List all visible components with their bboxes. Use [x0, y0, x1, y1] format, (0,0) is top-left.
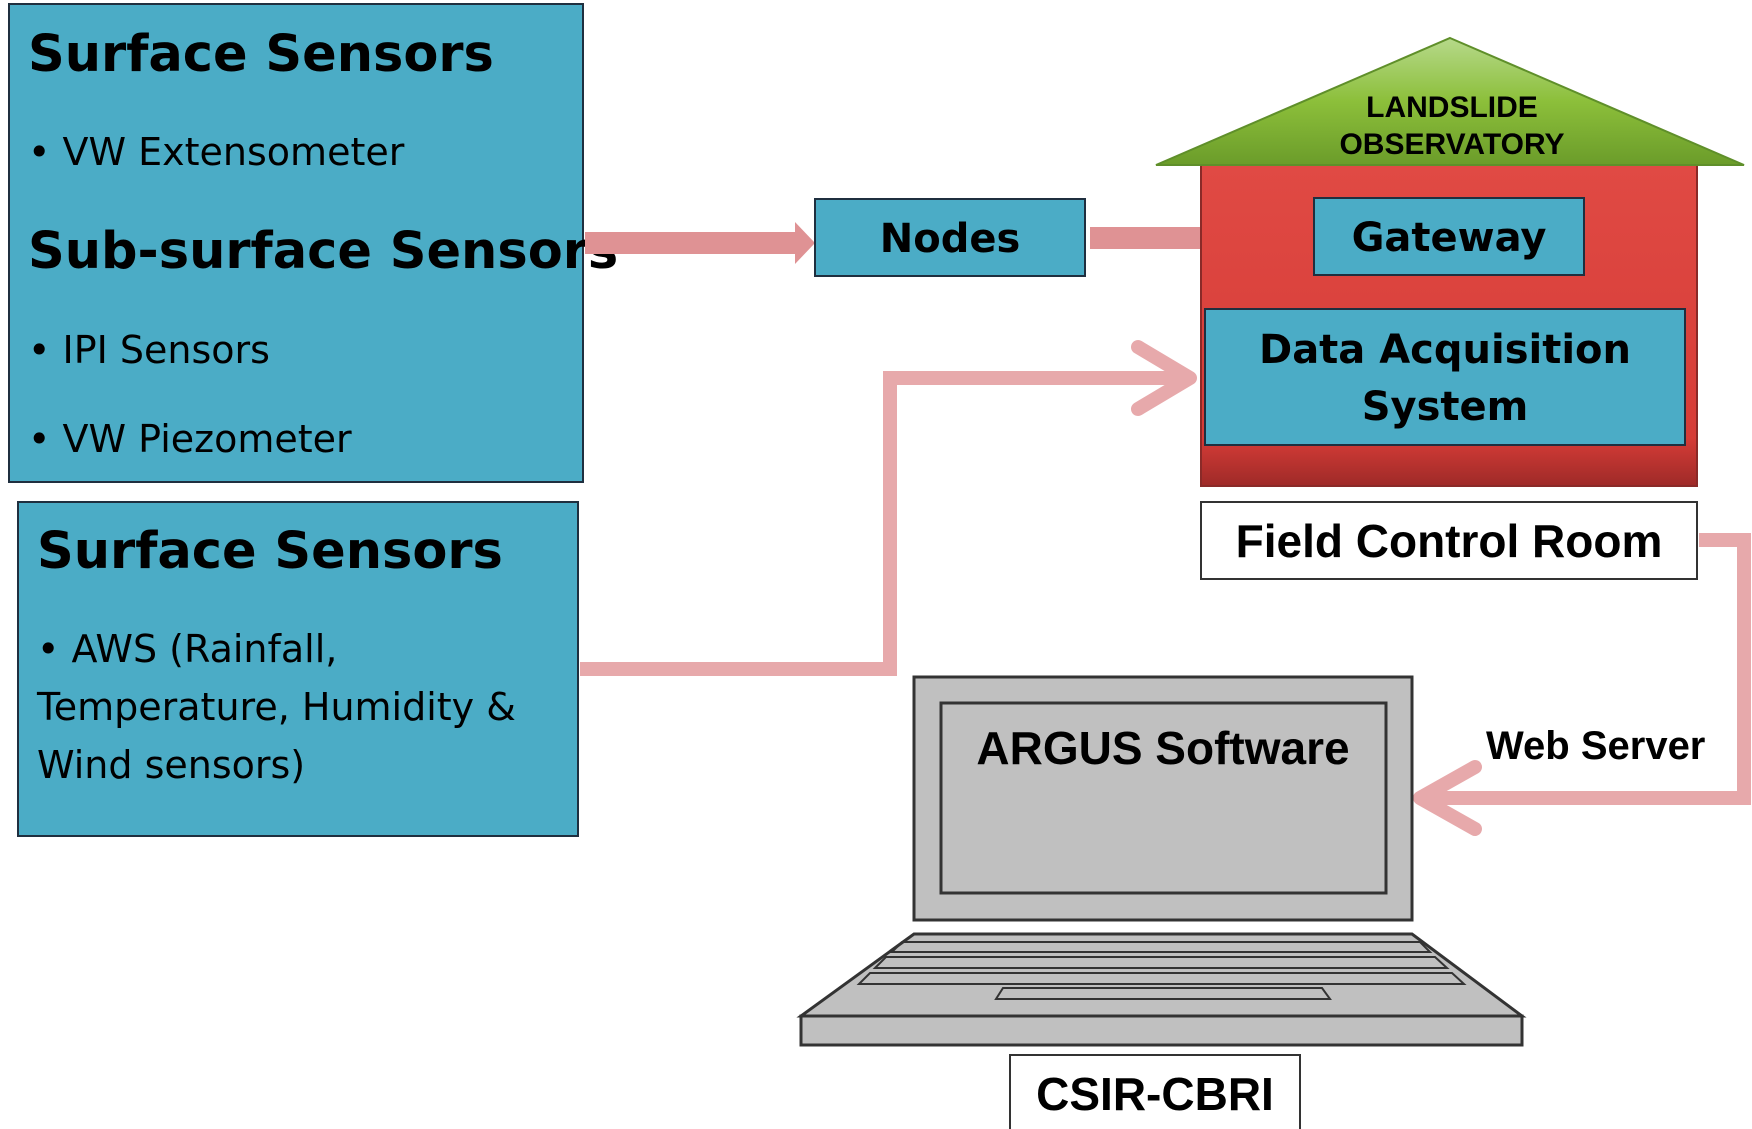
laptop-screen: [939, 701, 1388, 895]
field-control-room-caption: Field Control Room: [1200, 501, 1698, 580]
daq-label-line1: Data Acquisition: [1259, 327, 1631, 373]
gateway-label: Gateway: [1352, 215, 1547, 261]
laptop-keyboard-deck: [796, 932, 1527, 1018]
daq-label-line2: System: [1362, 384, 1529, 430]
field-control-room-label: Field Control Room: [1236, 515, 1663, 567]
subsurface-sensors-title: Sub-surface Sensors: [28, 222, 618, 281]
web-server-label: Web Server: [1486, 724, 1705, 768]
csir-cbri-caption: CSIR-CBRI: [1009, 1054, 1301, 1129]
vw-piezometer-item: • VW Piezometer: [28, 417, 352, 461]
aws-line-2: Temperature, Humidity &: [36, 685, 516, 729]
gateway-box: [1313, 197, 1585, 276]
csir-cbri-label: CSIR-CBRI: [1036, 1068, 1274, 1120]
nodes-label: Nodes: [880, 216, 1021, 262]
keyboard-row-2: [872, 956, 1450, 969]
nodes-panel: Nodes: [814, 198, 1086, 277]
daq-box: [1204, 308, 1686, 446]
keyboard-row-3: [856, 972, 1467, 985]
ipi-sensors-item: • IPI Sensors: [28, 328, 270, 372]
field-control-room-box: [1200, 501, 1698, 580]
laptop-icon: ARGUS Software: [796, 675, 1527, 1047]
keyboard-row-1: [889, 941, 1433, 953]
aws-line-3: Wind sensors): [37, 743, 305, 787]
arrow-aws-to-daq: [580, 340, 1197, 676]
arrow-sensors-to-nodes: [585, 222, 815, 264]
surface-sensors-title-2: Surface Sensors: [37, 522, 503, 581]
sensors-top-panel: Surface Sensors • VW Extensometer Sub-su…: [8, 3, 618, 483]
arrow-web-server: [1413, 533, 1751, 836]
sensors-top-box: [8, 3, 584, 483]
roof-label-line1: LANDSLIDE: [1366, 91, 1538, 124]
laptop-touchpad: [994, 987, 1332, 1000]
vw-extensometer-item: • VW Extensometer: [28, 130, 405, 174]
landslide-observatory: LANDSLIDE OBSERVATORY Gateway Data Acqui…: [1155, 36, 1745, 487]
aws-line-1: • AWS (Rainfall,: [37, 627, 337, 671]
sensors-bottom-panel: Surface Sensors • AWS (Rainfall, Tempera…: [17, 501, 579, 837]
laptop-base: [799, 1014, 1524, 1047]
nodes-box: [814, 198, 1086, 277]
argus-software-label: ARGUS Software: [976, 722, 1349, 774]
sensors-bottom-box: [17, 501, 579, 837]
roof-label-line2: OBSERVATORY: [1339, 128, 1564, 161]
csir-cbri-box: [1009, 1054, 1301, 1129]
observatory-roof: [1155, 36, 1745, 166]
surface-sensors-title: Surface Sensors: [28, 25, 494, 84]
